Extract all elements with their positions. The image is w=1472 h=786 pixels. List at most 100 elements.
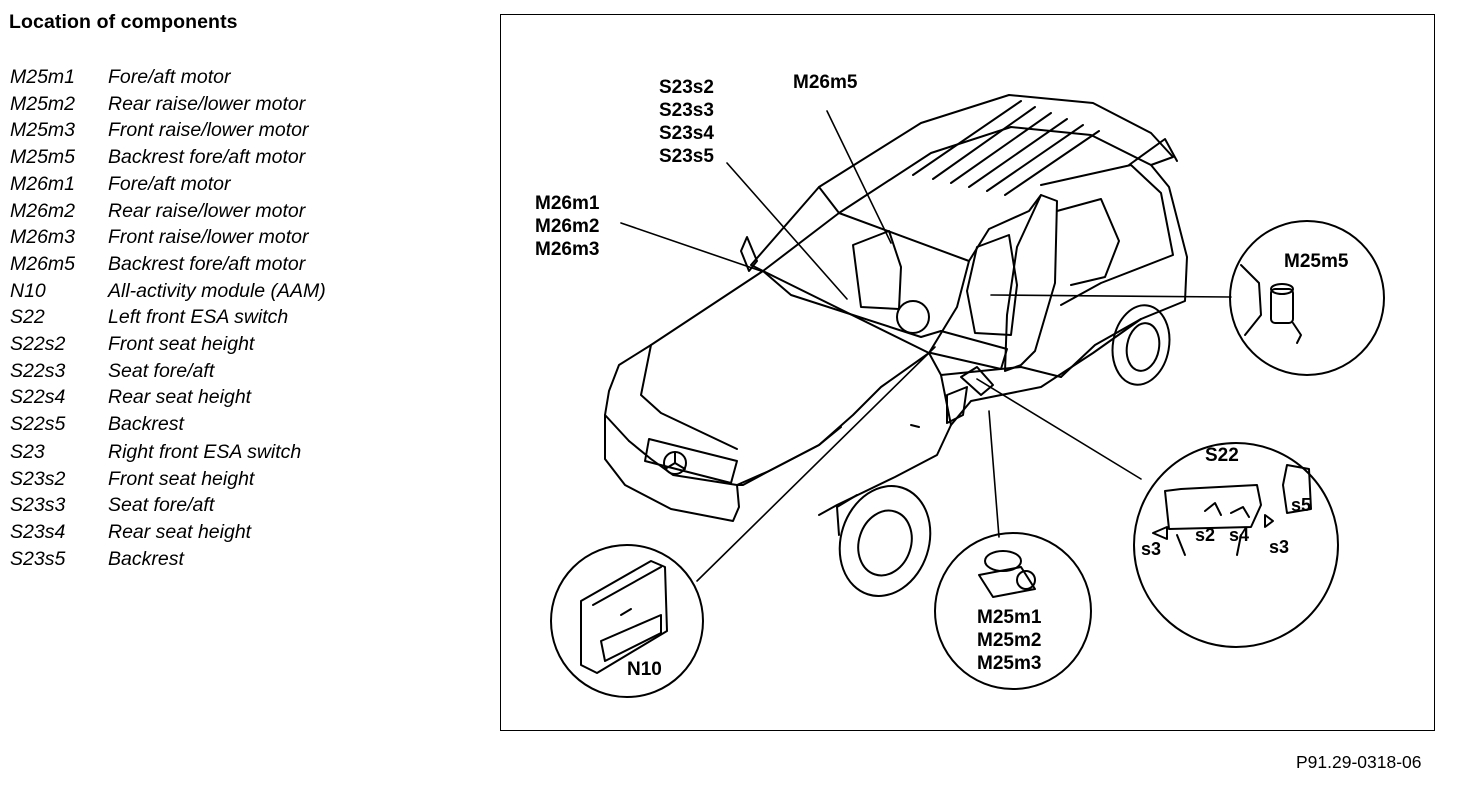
label-s22-s3-left: s3: [1141, 539, 1161, 559]
hood-crease: [640, 344, 738, 450]
door-handle: [910, 424, 920, 428]
label-s23s4: S23s4: [659, 123, 714, 144]
switch-arrow: [1204, 502, 1222, 516]
legend-description: Rear raise/lower motor: [108, 199, 306, 222]
legend-code: S22s4: [10, 386, 66, 409]
open-door: [1004, 194, 1058, 372]
legend-description: Front raise/lower motor: [108, 226, 309, 249]
legend-description: Front seat height: [108, 333, 255, 355]
legend-description: Fore/aft motor: [108, 172, 231, 195]
backrest-switch: [1282, 464, 1312, 514]
motor-gear: [978, 566, 1036, 598]
legend-description: Fore/aft motor: [108, 66, 231, 88]
leader-lines: [620, 110, 1232, 582]
hood-right-edge: [736, 352, 930, 486]
motor-body: [1270, 288, 1294, 324]
hood-edge: [604, 270, 764, 442]
legend-code: M25m3: [10, 119, 76, 142]
legend-code: S22s3: [10, 359, 66, 382]
rear-quarter-window: [1128, 138, 1178, 166]
a-pillar: [750, 186, 820, 272]
legend-description: Backrest: [108, 413, 184, 436]
driver-seat-back: [966, 234, 1018, 336]
legend-description: Seat fore/aft: [108, 494, 215, 517]
roof-rail: [932, 106, 1036, 180]
vehicle-rear-body: [1060, 164, 1188, 378]
rear-door-window: [1040, 164, 1174, 306]
label-m25m1: M25m1: [977, 607, 1042, 628]
front-wheel: [838, 485, 932, 597]
legend-description: Left front ESA switch: [108, 306, 289, 329]
wheel-arch: [836, 494, 858, 536]
motor-bracket: [1292, 322, 1302, 344]
leader-line: [620, 222, 762, 272]
legend-code: S22s2: [10, 333, 66, 355]
module-label: [620, 608, 632, 616]
label-s22-s4: s4: [1229, 525, 1249, 545]
label-s23s5: S23s5: [659, 146, 714, 167]
legend-description: Backrest fore/aft motor: [108, 252, 306, 275]
detail-n10: [550, 544, 704, 698]
detail-circle: [1229, 220, 1385, 376]
label-s22: S22: [1205, 445, 1239, 466]
legend-code: M25m2: [10, 92, 76, 115]
fore-aft-arrows: [1152, 514, 1274, 540]
legend-code: S23s4: [10, 521, 66, 544]
legend-description: Rear seat height: [108, 386, 252, 409]
legend-code: M26m1: [10, 172, 76, 195]
legend-code: S23s2: [10, 467, 66, 490]
legend-description: Right front ESA switch: [108, 441, 302, 463]
rear-wheel: [1111, 304, 1171, 386]
steering-wheel: [896, 300, 930, 334]
label-m26m5: M26m5: [793, 72, 858, 93]
driver-seat-cushion: [930, 330, 1008, 370]
label-n10: N10: [627, 659, 662, 680]
motor-top: [1270, 283, 1294, 295]
label-m25m5: M25m5: [1284, 251, 1349, 272]
detail-circle: [550, 544, 704, 698]
leader-line: [990, 294, 1232, 298]
detail-m25m5: [1229, 220, 1385, 376]
leader-line: [826, 110, 892, 244]
diagram-frame: S23s2 S23s3 S23s4 S23s5 M26m5 M26m1 M26m…: [500, 14, 1435, 731]
detail-s22: [1133, 442, 1339, 648]
label-m26m3: M26m3: [535, 239, 599, 260]
module-connectors: [600, 614, 662, 662]
seat-switch-housing: [960, 366, 994, 396]
label-m25m3: M25m3: [977, 653, 1041, 674]
legend-description: Seat fore/aft: [108, 359, 215, 382]
front-bumper: [604, 414, 740, 522]
passenger-seat-back: [852, 230, 902, 310]
roof-rail: [968, 118, 1068, 188]
vehicle-diagram: S23s2 S23s3 S23s4 S23s5 M26m5 M26m1 M26m…: [535, 72, 1385, 698]
grille: [644, 438, 738, 484]
switch-arrow: [1230, 506, 1250, 518]
legend-description: Rear raise/lower motor: [108, 92, 306, 115]
legend-description: Backrest: [108, 547, 184, 570]
label-s22-s2: s2: [1195, 525, 1215, 545]
legend-description: Rear seat height: [108, 521, 252, 544]
module-housing: [580, 560, 668, 674]
switch-panel: [946, 386, 968, 424]
legend-code: M26m3: [10, 226, 76, 249]
star-spokes: [664, 451, 686, 470]
vehicle-roof: [818, 94, 1174, 214]
legend-code: S23s5: [10, 547, 66, 570]
legend-code: S23: [10, 441, 45, 463]
label-m26m1: M26m1: [535, 193, 600, 214]
vehicle-illustration: [604, 94, 1188, 597]
detail-m25m123: [934, 532, 1092, 690]
legend-code: M26m5: [10, 252, 76, 275]
label-m26m2: M26m2: [535, 216, 599, 237]
roof-rail: [1004, 130, 1100, 196]
legend-description: Front raise/lower motor: [108, 119, 309, 142]
label-s23s3: S23s3: [659, 100, 714, 121]
switch-body: [1164, 484, 1262, 530]
side-mirror: [740, 236, 758, 272]
label-s23s2: S23s2: [659, 77, 714, 98]
headlight: [736, 426, 842, 486]
legend-description: Backrest fore/aft motor: [108, 146, 306, 169]
page-title: Location of components: [9, 11, 238, 33]
roof-rail: [950, 112, 1052, 184]
detail-circle: [934, 532, 1092, 690]
